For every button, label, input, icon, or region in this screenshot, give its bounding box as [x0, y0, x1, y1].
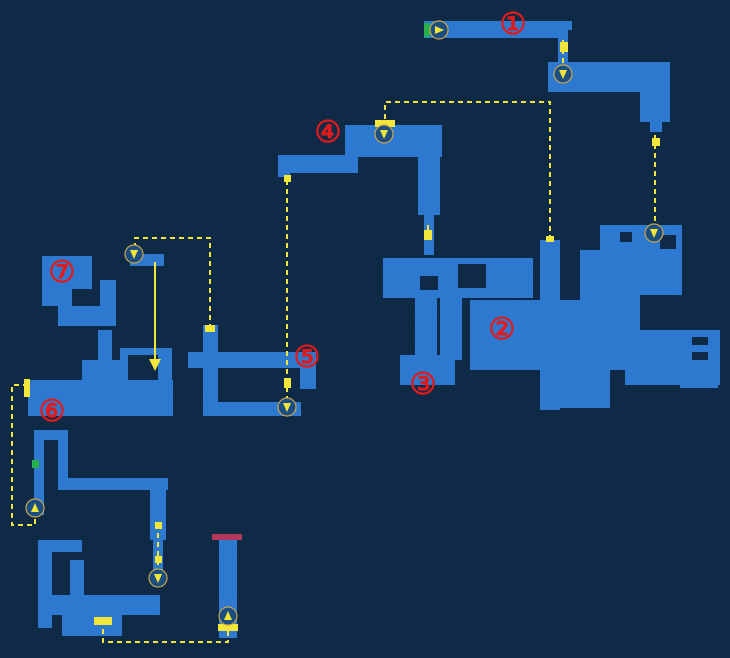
corridor-lower-left-west	[34, 430, 44, 515]
room-area-5-east	[300, 365, 316, 389]
corridor-area-4-down	[418, 140, 440, 215]
area-marker-4: ④	[315, 115, 342, 150]
room-lower-left-bowl-base	[62, 612, 122, 636]
area-markers: ① ② ③ ④ ⑤ ⑥ ⑦	[39, 7, 527, 429]
route-7-to-5	[134, 237, 211, 328]
route-6-down	[11, 384, 36, 526]
route-lines	[11, 40, 656, 643]
room-area-4-left-ledge	[278, 155, 358, 173]
room-area-4-stub	[278, 155, 290, 177]
area-marker-6: ⑥	[39, 394, 66, 429]
corridor-lower-left-top	[34, 430, 68, 440]
corridor-start	[424, 21, 559, 38]
area-marker-5: ⑤	[294, 340, 321, 375]
route-arrow-icon[interactable]	[374, 124, 394, 144]
room-area-3-base	[400, 355, 455, 385]
room-top-right-neck	[650, 120, 662, 132]
route-arrow-icon[interactable]	[218, 606, 238, 626]
room-area-2-east-tail	[680, 360, 718, 388]
exit-door-icon	[212, 534, 242, 540]
route-area4-to-2	[384, 101, 551, 240]
room-lower-left-bowl-mid	[70, 560, 84, 605]
area-marker-1: ①	[500, 7, 527, 42]
route-arrow-icon[interactable]	[25, 498, 45, 518]
route-arrow-icon[interactable]	[644, 223, 664, 243]
room-area-7-slope	[42, 286, 72, 306]
route-arrow-icon[interactable]	[429, 20, 449, 40]
room-area-5-top	[188, 352, 316, 368]
route-arrow-icon[interactable]	[148, 568, 168, 588]
door-bars	[24, 42, 660, 631]
corridor-lower-left-mid	[58, 430, 68, 480]
start-point-icon	[424, 23, 430, 37]
room-lower-left-bowl-wall	[38, 540, 52, 628]
area-marker-7: ⑦	[49, 255, 76, 290]
route-arrow-icon[interactable]	[124, 244, 144, 264]
route-arrow-icons	[25, 20, 664, 626]
route-arrow-icon[interactable]	[277, 397, 297, 417]
entry-point-icon	[32, 460, 39, 468]
room-area-6-slope	[82, 360, 120, 382]
area-marker-3: ③	[410, 367, 437, 402]
room-area-7	[42, 256, 92, 289]
room-area-5-left	[203, 325, 218, 415]
area-marker-2: ②	[489, 312, 516, 347]
room-top-right-drop	[640, 62, 670, 122]
corridor-lower-left-drop	[150, 478, 166, 540]
route-bottom-link	[102, 620, 229, 643]
room-area-3-shaft-b	[440, 290, 462, 360]
room-area-2-south	[540, 360, 610, 408]
corridor-start-tip	[548, 21, 572, 30]
room-area-7-pillar	[100, 280, 116, 325]
room-area-5-bottom	[203, 402, 301, 416]
room-area-3-shaft	[415, 290, 437, 360]
room-area-2-west-edge	[383, 280, 403, 298]
route-arrow-icon[interactable]	[553, 64, 573, 84]
corridor-lower-left-across	[58, 478, 168, 490]
